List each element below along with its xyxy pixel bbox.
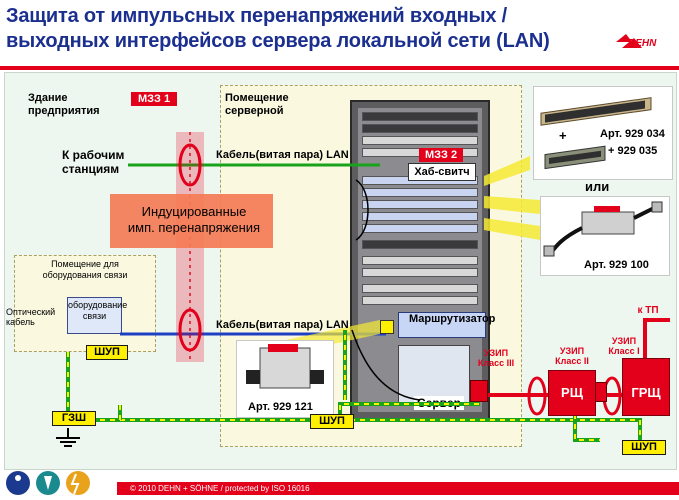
art-929-035-label: + 929 035 [608, 145, 658, 157]
rack-unit [362, 212, 478, 221]
grsh-label: ГРЩ [631, 385, 661, 400]
rack-unit [362, 136, 478, 145]
uzip3-line-2: Класс III [477, 358, 515, 368]
induced-overvoltage-label: Индуцированные имп. перенапряжения [114, 204, 274, 236]
router-box [398, 312, 486, 338]
gzsh-bar: ГЗШ [52, 411, 96, 426]
rack-unit [362, 124, 478, 133]
mzz1-badge: МЗЗ 1 [131, 92, 177, 106]
grsh-panel: ГРЩ [622, 358, 670, 416]
uzip2-line-1: УЗИП [559, 346, 585, 356]
dehn-logo-icon [612, 28, 674, 64]
mzz2-badge: МЗЗ 2 [419, 148, 463, 162]
comm-equipment-box: оборудование связи [67, 297, 127, 334]
comm-room-label: Помещение для оборудования связи [42, 259, 128, 280]
surge-adapter-icon [543, 201, 663, 257]
uzip1-line-1: УЗИП [611, 336, 637, 346]
page-title: Защита от импульсных перенапряжений вход… [6, 4, 606, 54]
safety-person-icon [6, 471, 30, 495]
cable-top-label: Кабель(витая пара) LAN [216, 149, 349, 161]
optical-cable-label: Оптический кабель [6, 307, 56, 327]
footer-copyright: © 2010 DEHN + SÖHNE / protected by ISO 1… [130, 484, 310, 493]
rack-unit [362, 256, 478, 265]
cable-bottom-label: Кабель(витая пара) LAN [216, 319, 349, 331]
building-label: Здание предприятия [28, 92, 100, 117]
uzip2-line-2: Класс II [555, 356, 589, 366]
shup-comm-room: ШУП [86, 345, 128, 360]
induced-overvoltage-zone [110, 194, 273, 248]
patch-panel-icon [540, 97, 652, 170]
footer-icons [6, 471, 90, 495]
title-underline [0, 66, 679, 70]
plus-sign: + [559, 128, 567, 143]
comm-equipment-label: оборудование связи [68, 300, 128, 321]
induced-line-1: Индуцированные [141, 204, 247, 219]
title-line-1: Защита от импульсных перенапряжений вход… [6, 5, 508, 27]
art-929-100-label: Арт. 929 100 [584, 259, 649, 271]
rack-unit [362, 224, 478, 233]
uzip-class3-label: УЗИП Класс III [474, 348, 518, 368]
title-line-2: выходных интерфейсов сервера локальной с… [6, 30, 550, 52]
logo-text: DEHN [628, 38, 657, 49]
shup-power: ШУП [622, 440, 666, 455]
induced-line-2: имп. перенапряжения [127, 220, 261, 235]
server-room-label: Помещение серверной [225, 92, 289, 117]
uzip-class2-label: УЗИП Класс II [550, 346, 594, 366]
router-spd [380, 320, 394, 334]
or-label: или [585, 179, 610, 194]
rsh-panel: РЩ [548, 370, 596, 416]
uzip-class2-device [595, 382, 607, 402]
uzip1-line-2: Класс I [608, 346, 640, 356]
uzip3-line-1: УЗИП [483, 348, 509, 358]
footer-bar [117, 482, 679, 495]
art-929-034-label: Арт. 929 034 [600, 128, 665, 140]
art-929-121-label: Арт. 929 121 [248, 401, 313, 413]
router-label: Маршрутизатор [409, 313, 496, 325]
rack-unit [362, 200, 478, 209]
rsh-label: РЩ [561, 385, 583, 400]
rack-unit [362, 188, 478, 197]
hub-switch-label: Хаб-свитч [408, 163, 476, 181]
to-workstations-label: К рабочим станциям [62, 148, 125, 176]
rack-unit [362, 284, 478, 293]
to-tp-label: к ТП [637, 305, 659, 316]
surge-protector-icon [246, 344, 324, 389]
rack-unit [362, 112, 478, 121]
uzip-class1-label: УЗИП Класс I [604, 336, 644, 356]
rack-unit [362, 240, 478, 249]
server-box [398, 345, 470, 405]
shup-server-room: ШУП [310, 414, 354, 429]
uzip-class3-device [470, 380, 488, 402]
rack-unit [362, 296, 478, 305]
rack-unit [362, 268, 478, 277]
